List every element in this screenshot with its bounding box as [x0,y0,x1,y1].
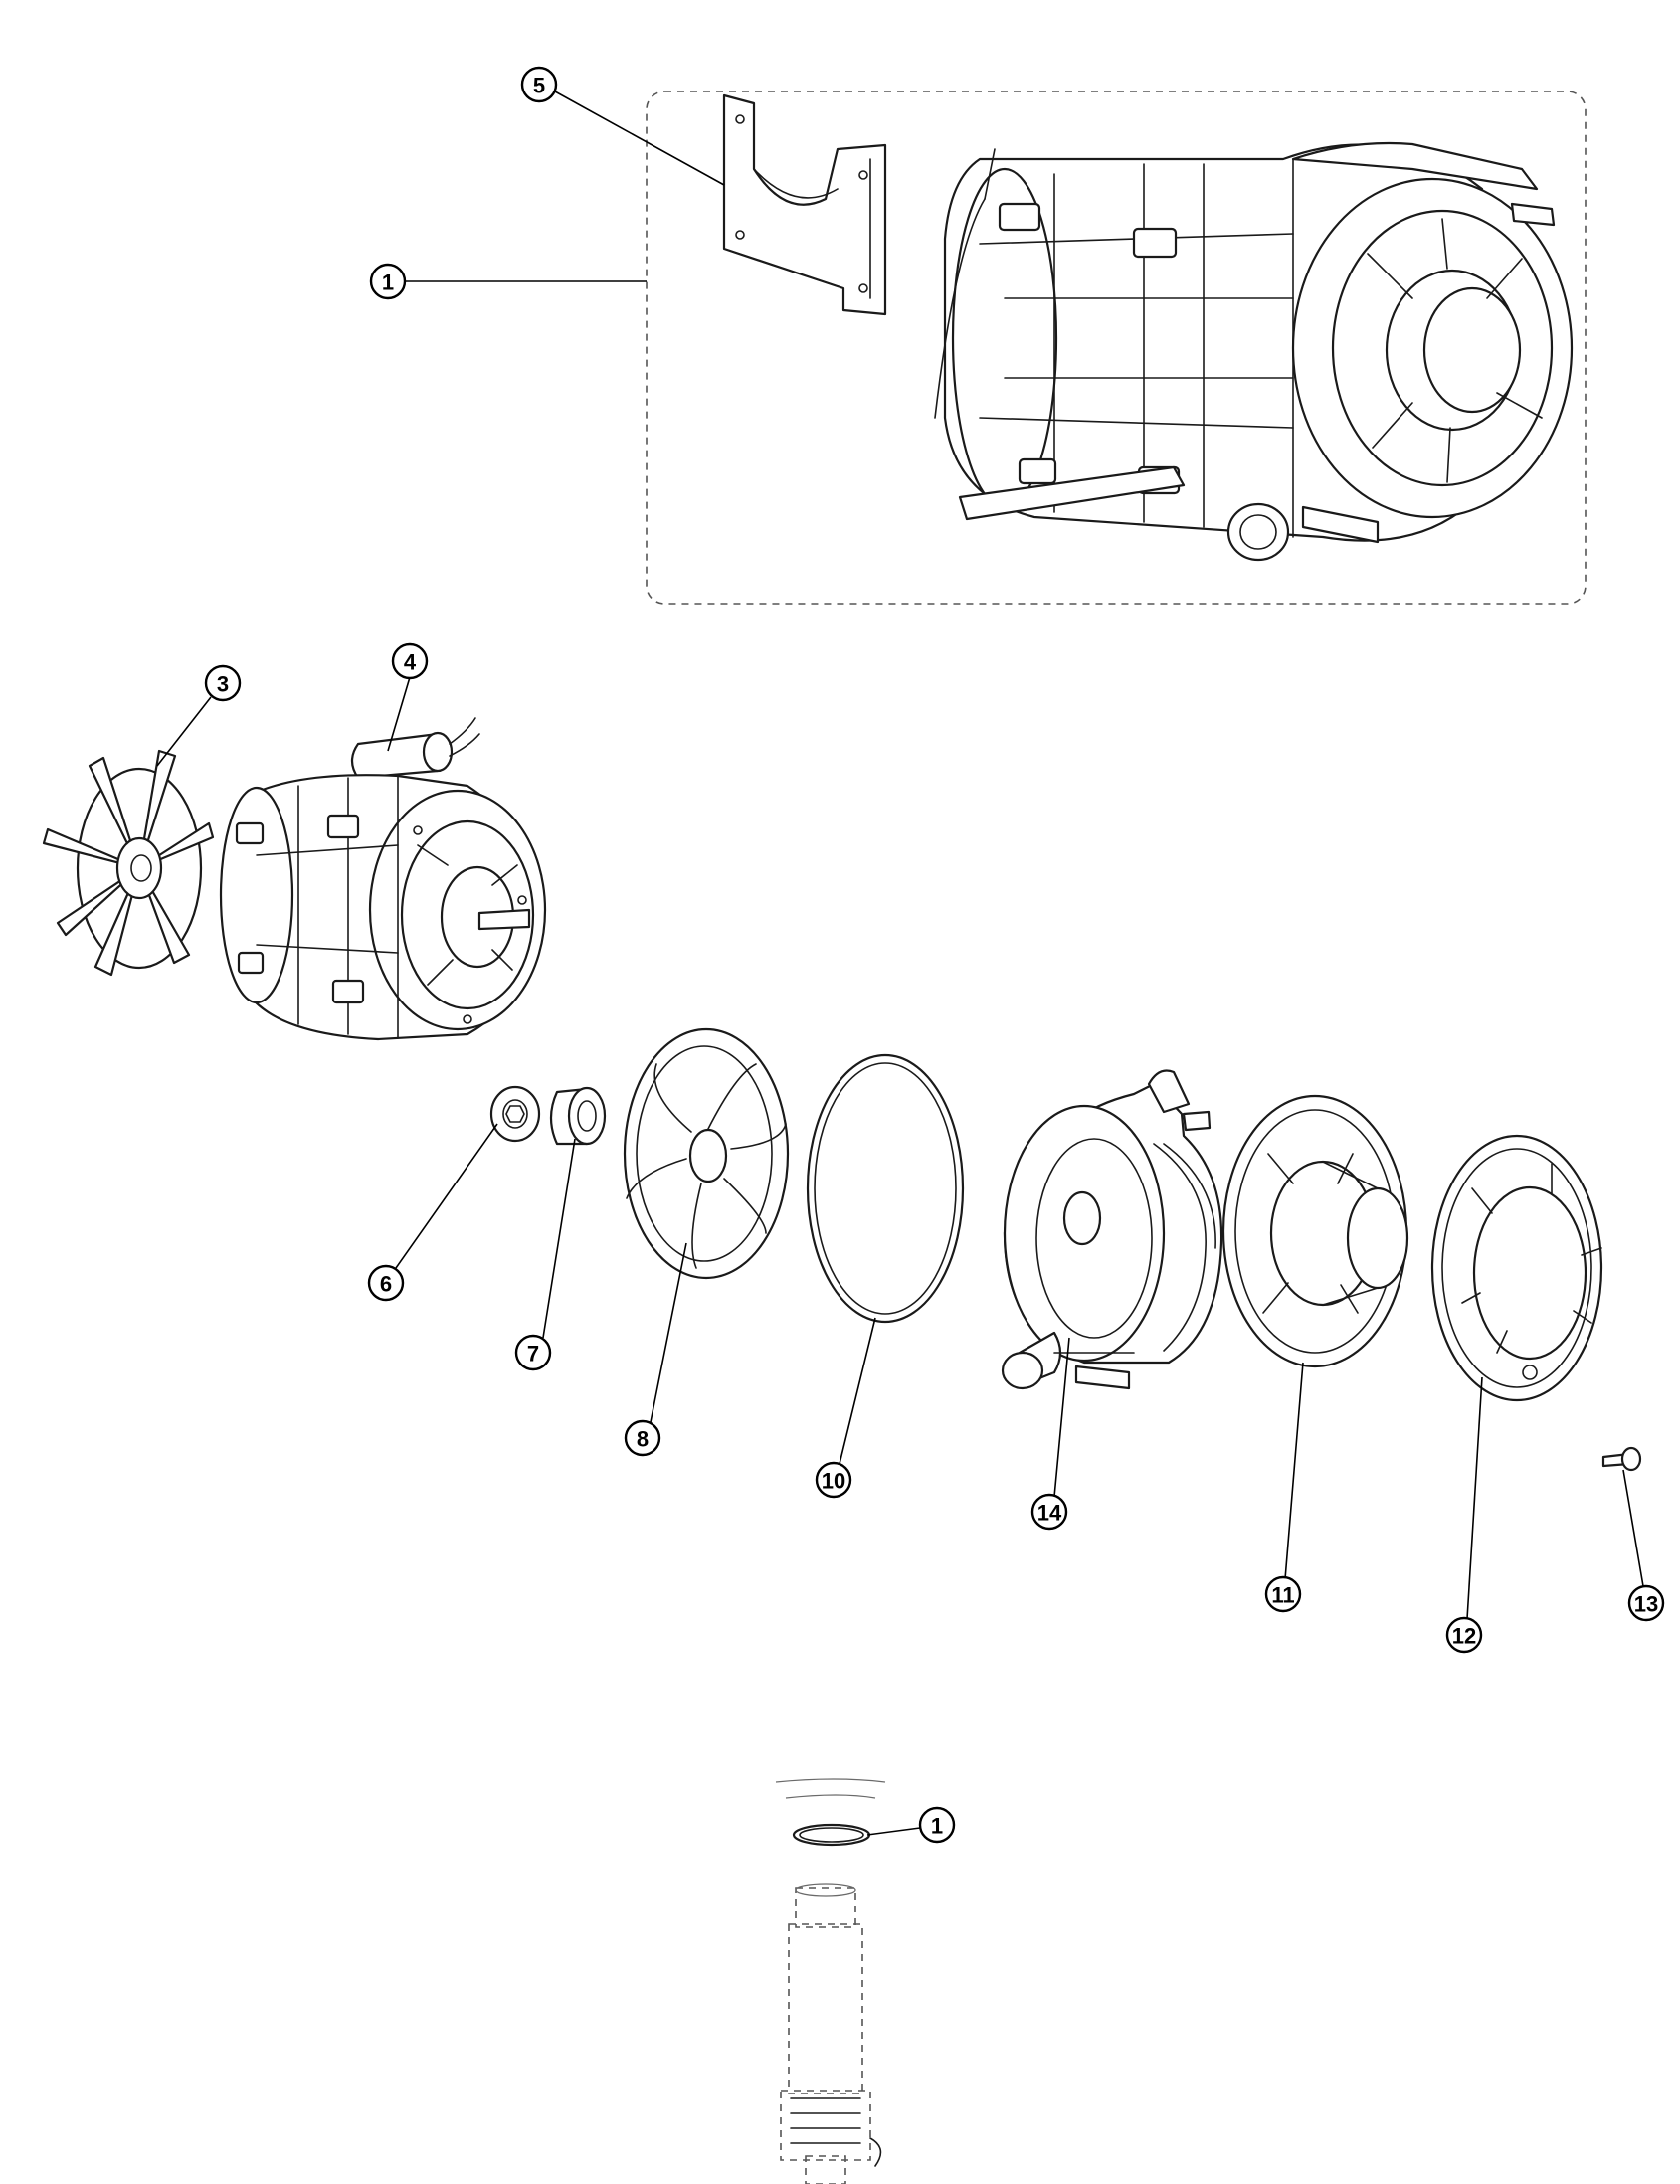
leader-3 [156,696,212,767]
callout-circle [1445,1616,1483,1654]
callout-c7: 7 [514,1334,552,1371]
callout-number: 7 [527,1342,539,1366]
callout-c1: 1 [369,263,407,300]
leader-4 [387,676,411,752]
complete-pump-assembly [934,141,1574,562]
callout-c5: 5 [520,66,558,103]
callout-number: 1 [382,271,394,295]
callout-c14: 14 [1030,1493,1068,1531]
callout-circle [918,1806,956,1844]
mounting-bracket [722,93,887,316]
callout-circle [1264,1575,1302,1613]
callout-circle [1627,1584,1665,1622]
connector-detail [775,1778,886,2184]
callout-number: 8 [637,1427,649,1452]
leader-12 [1466,1376,1483,1620]
callout-c12: 12 [1445,1616,1483,1654]
callout-c11: 11 [1264,1575,1302,1613]
o-ring [806,1053,965,1324]
callout-number: 11 [1271,1583,1294,1608]
callout-c10: 10 [815,1461,852,1499]
callout-circle [1030,1493,1068,1531]
callout-number: 3 [217,672,229,697]
callout-number: 1 [931,1814,943,1839]
cooling-fan [42,749,215,977]
callout-c3: 3 [204,664,242,702]
callout-circle [624,1419,661,1457]
motor [219,774,547,1041]
front-cover-ring [1430,1134,1603,1402]
leader-lines [156,91,1644,1836]
hose-fitting [780,1883,882,2184]
callout-c4: 4 [391,642,429,680]
leader-8 [650,1242,687,1423]
assembly-dashed-frame [646,91,1587,605]
impeller [623,1027,790,1280]
screw [1601,1446,1642,1472]
seal-ring [489,1085,541,1143]
leader-1b [866,1827,921,1836]
pump-cover [1221,1094,1409,1368]
leader-10 [839,1317,876,1465]
leader-13 [1622,1469,1644,1587]
callout-number: 6 [380,1272,392,1297]
leader-6 [395,1123,498,1269]
callout-c13: 13 [1627,1584,1665,1622]
callout-c1b: 1 [918,1806,956,1844]
callout-circle [369,263,407,300]
leader-11 [1284,1362,1304,1580]
callout-circle [520,66,558,103]
callout-number: 10 [822,1469,845,1494]
callout-number: 14 [1037,1501,1062,1526]
leader-7 [542,1138,576,1339]
leader-5 [554,91,725,186]
callout-number: 12 [1452,1624,1476,1649]
callout-circle [367,1264,405,1302]
mechanical-seal [549,1086,607,1146]
callout-number: 13 [1634,1592,1658,1617]
callout-circle [204,664,242,702]
callout-circle [391,642,429,680]
capacitor [350,717,480,780]
leader-14 [1053,1337,1070,1498]
callout-c6: 6 [367,1264,405,1302]
callout-c8: 8 [624,1419,661,1457]
pump-housing [1001,1069,1223,1390]
callout-circle [514,1334,552,1371]
callout-number: 4 [404,650,417,675]
callout-number: 5 [533,74,545,98]
callout-circle [815,1461,852,1499]
